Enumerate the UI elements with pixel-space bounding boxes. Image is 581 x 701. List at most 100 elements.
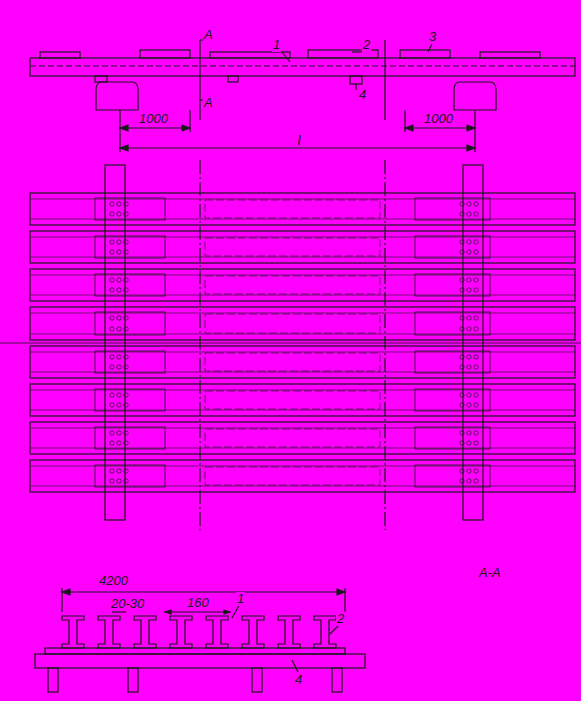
drawing-stroke <box>205 429 380 447</box>
drawing-stroke <box>124 393 128 397</box>
drawing-stroke <box>474 469 478 473</box>
drawing-stroke <box>117 327 121 331</box>
drawing-stroke <box>278 616 300 648</box>
drawing-stroke <box>124 431 128 435</box>
drawing-stroke <box>415 198 490 220</box>
drawing-stroke <box>95 465 165 487</box>
drawing-stroke <box>474 441 478 445</box>
drawing-stroke <box>30 346 575 378</box>
drawing-stroke <box>110 212 114 216</box>
dimension-label: 1000 <box>423 112 454 126</box>
drawing-stroke <box>95 198 165 220</box>
drawing-stroke <box>460 403 464 407</box>
drawing-stroke <box>117 441 121 445</box>
drawing-stroke <box>467 250 471 254</box>
drawing-stroke <box>30 334 575 335</box>
callout-number: 4 <box>294 673 303 687</box>
drawing-stroke <box>110 250 114 254</box>
drawing-stroke <box>415 465 490 487</box>
drawing-stroke <box>124 365 128 369</box>
drawing-stroke <box>117 365 121 369</box>
drawing-stroke <box>474 365 478 369</box>
drawing-stroke <box>467 316 471 320</box>
drawing-stroke <box>117 278 121 282</box>
drawing-stroke <box>110 441 114 445</box>
drawing-stroke <box>474 431 478 435</box>
drawing-stroke <box>460 288 464 292</box>
drawing-stroke <box>110 240 114 244</box>
drawing-stroke <box>460 250 464 254</box>
drawing-stroke <box>124 441 128 445</box>
drawing-stroke <box>110 202 114 206</box>
dimension-label: 20-30 <box>110 597 145 611</box>
section-view <box>35 588 365 692</box>
drawing-stroke <box>467 365 471 369</box>
drawing-stroke <box>30 422 575 454</box>
drawing-stroke <box>30 237 575 238</box>
drawing-stroke <box>467 212 471 216</box>
elevation <box>30 40 575 152</box>
callout-number: 1 <box>236 592 245 606</box>
drawing-stroke <box>474 202 478 206</box>
drawing-stroke <box>460 202 464 206</box>
drawing-stroke <box>474 393 478 397</box>
drawing-stroke <box>124 316 128 320</box>
drawing-stroke <box>30 352 575 353</box>
drawing-stroke <box>460 469 464 473</box>
drawing-stroke <box>110 288 114 292</box>
drawing-stroke <box>467 393 471 397</box>
drawing-stroke <box>467 278 471 282</box>
drawing-stroke <box>474 316 478 320</box>
drawing-stroke <box>124 403 128 407</box>
drawing-stroke <box>460 431 464 435</box>
drawing-stroke <box>124 250 128 254</box>
drawing-stroke <box>30 193 575 225</box>
drawing-stroke <box>170 616 192 648</box>
drawing-stroke <box>110 403 114 407</box>
drawing-stroke <box>110 278 114 282</box>
callout-number: 2 <box>362 38 371 52</box>
drawing-stroke <box>30 448 575 449</box>
drawing-stroke <box>110 316 114 320</box>
drawing-stroke <box>415 236 490 258</box>
drawing-stroke <box>110 365 114 369</box>
drawing-stroke <box>95 389 165 411</box>
drawing-stroke <box>124 288 128 292</box>
drawing-stroke <box>117 316 121 320</box>
drawing-stroke <box>467 202 471 206</box>
callout-number: 3 <box>428 30 437 44</box>
drawing-stroke <box>205 200 380 218</box>
drawing-stroke <box>467 355 471 359</box>
drawing-stroke <box>95 312 165 335</box>
drawing-stroke <box>95 351 165 373</box>
drawing-stroke <box>30 410 575 411</box>
drawing-stroke <box>117 240 121 244</box>
drawing-stroke <box>110 431 114 435</box>
drawing-stroke <box>117 479 121 483</box>
dimension-label: А-А <box>478 566 502 580</box>
drawing-stroke <box>117 212 121 216</box>
drawing-stroke <box>124 240 128 244</box>
drawing-stroke <box>124 479 128 483</box>
drawing-stroke <box>124 327 128 331</box>
drawing-stroke <box>117 403 121 407</box>
drawing-stroke <box>30 390 575 391</box>
drawing-stroke <box>117 355 121 359</box>
drawing-stroke <box>95 274 165 296</box>
drawing-stroke <box>205 467 380 485</box>
drawing-stroke <box>467 469 471 473</box>
drawing-stroke <box>205 391 380 409</box>
drawing-stroke <box>30 275 575 276</box>
callout-number: 1 <box>272 38 281 52</box>
drawing-stroke <box>30 257 575 258</box>
drawing-stroke <box>124 278 128 282</box>
plan-view <box>0 160 581 530</box>
drawing-stroke <box>474 212 478 216</box>
drawing-stroke <box>124 202 128 206</box>
drawing-stroke <box>205 314 380 333</box>
drawing-stroke <box>95 427 165 449</box>
callout-number: 2 <box>336 612 345 626</box>
drawing-stroke <box>30 295 575 296</box>
